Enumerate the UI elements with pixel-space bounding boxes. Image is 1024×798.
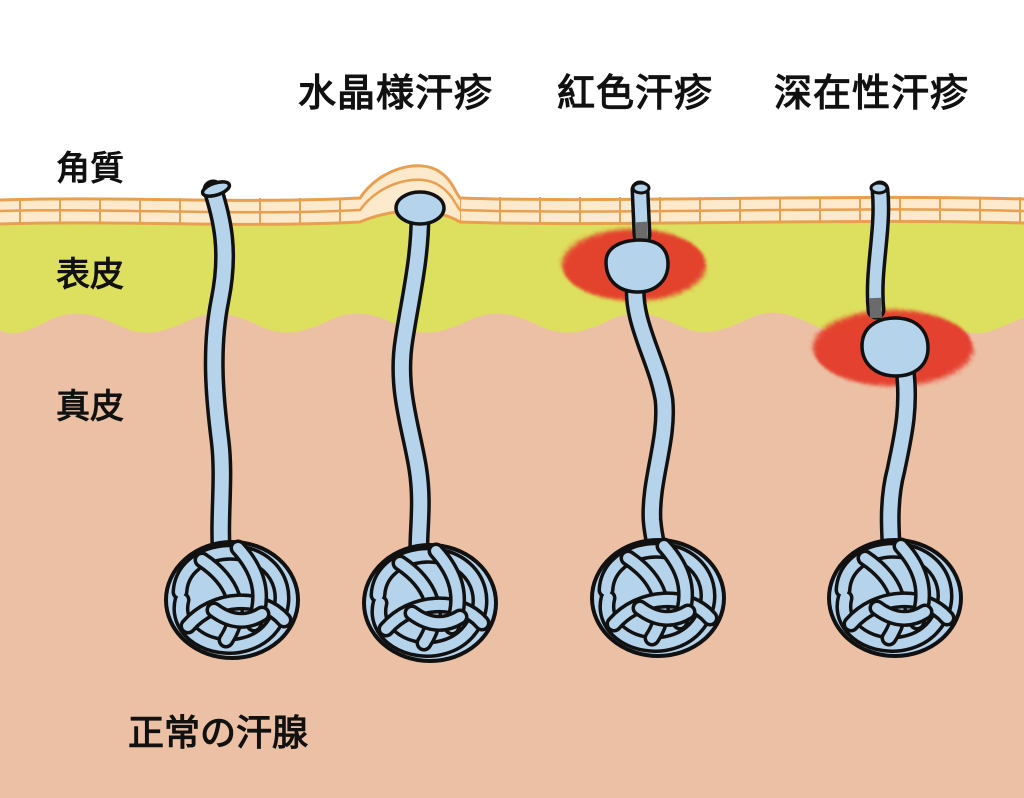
epidermis-layer: [0, 205, 1024, 334]
stratum-corneum-layer: [0, 164, 1024, 226]
sweat-gland-crystallina: [364, 190, 496, 661]
label-normal-sweat-gland: 正常の汗腺: [128, 713, 309, 754]
title-miliaria-profunda: 深在性汗疹: [774, 71, 970, 115]
sweat-vesicle: [604, 238, 670, 294]
sweat-gland-rubra: [592, 180, 724, 656]
duct-blockage: [635, 221, 648, 241]
knot-coil-icon: [592, 540, 724, 656]
sweat-vesicle: [394, 190, 446, 226]
knot-coil-icon: [829, 540, 961, 656]
sweat-gland-profunda: [829, 180, 961, 656]
knot-coil-icon: [364, 545, 496, 661]
title-miliaria-crystallina: 水晶様汗疹: [298, 71, 494, 115]
label-epidermis: 表皮: [56, 255, 124, 295]
duct-blockage: [869, 297, 882, 319]
label-stratum-corneum: 角質: [56, 149, 124, 189]
title-miliaria-rubra: 紅色汗疹: [557, 71, 714, 115]
knot-coil-icon: [166, 542, 298, 658]
sweat-vesicle: [860, 316, 930, 378]
label-dermis: 真皮: [56, 387, 124, 427]
sweat-gland-normal: [166, 179, 298, 658]
